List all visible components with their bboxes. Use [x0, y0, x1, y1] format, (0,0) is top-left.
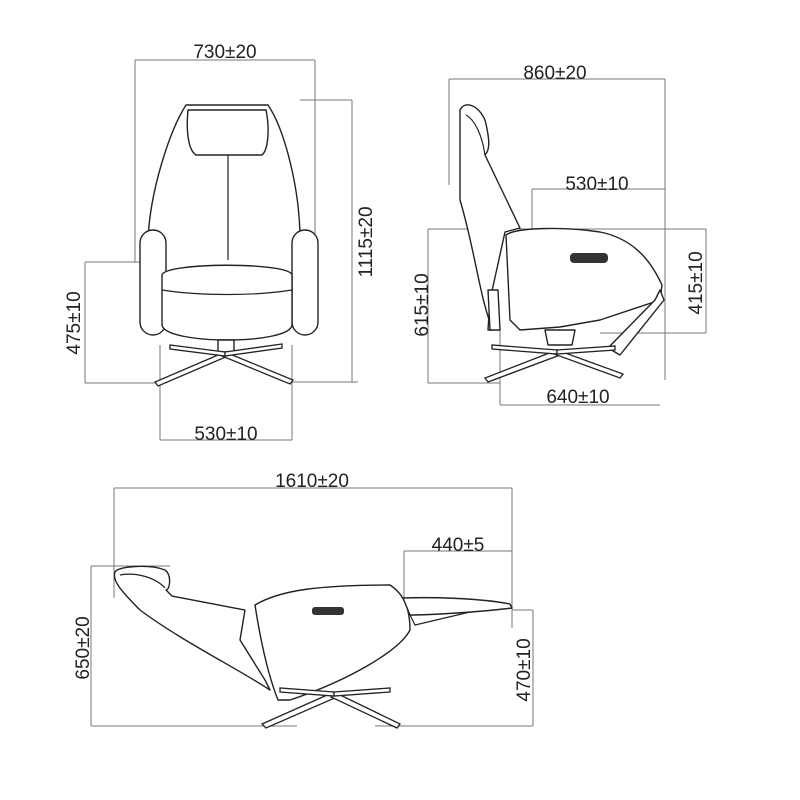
side-chair-outline: [459, 104, 665, 383]
footrest-height-label: 470±10: [514, 638, 535, 701]
reclined-height-label: 650±20: [73, 616, 94, 679]
front-dimension-lines: [84, 59, 358, 441]
side-depth-label: 860±20: [523, 63, 586, 84]
reclined-length-label: 1610±20: [275, 471, 349, 492]
front-seat-width-label: 530±10: [194, 424, 257, 445]
front-view: 730±20 1115±20 475±10 530±10: [64, 42, 377, 445]
side-seat-height-label: 415±10: [686, 251, 707, 314]
reclined-chair-outline: [113, 565, 513, 729]
reclined-dimension-lines: [90, 487, 534, 727]
front-width-label: 730±20: [193, 42, 256, 63]
recline-control-icon: [570, 253, 608, 263]
front-height-label: 1115±20: [356, 206, 377, 277]
side-base-depth-label: 640±10: [546, 387, 609, 408]
side-seat-depth-label: 530±10: [565, 174, 628, 195]
front-chair-outline: [139, 104, 319, 387]
footrest-length-label: 440±5: [432, 535, 485, 556]
front-seat-height-label: 475±10: [64, 291, 85, 354]
recline-control-icon: [312, 607, 344, 615]
reclined-view: 1610±20 440±5 650±20 470±10: [73, 471, 535, 729]
side-arm-height-label: 615±10: [412, 273, 433, 336]
side-view: 860±20 530±10 615±10 415±10 640±10: [412, 63, 707, 408]
